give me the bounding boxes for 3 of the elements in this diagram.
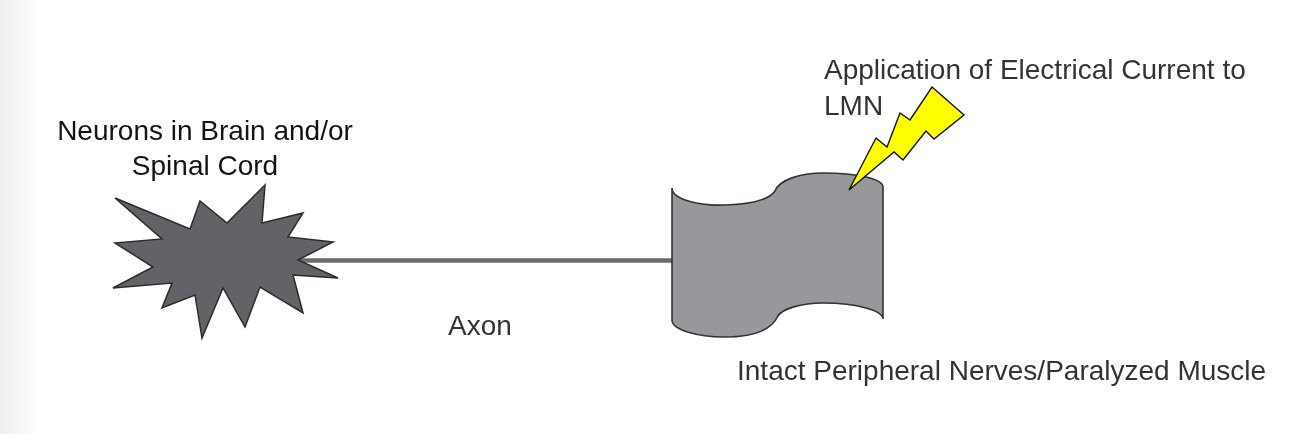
node-heading: Neurons in Brain and/or Spinal Cord: [56, 114, 354, 183]
node-heading: Application of Electrical Current to LMN: [824, 53, 1247, 123]
node-heading: Intact Peripheral Nerves/Paralyzed Muscle: [737, 354, 1268, 388]
